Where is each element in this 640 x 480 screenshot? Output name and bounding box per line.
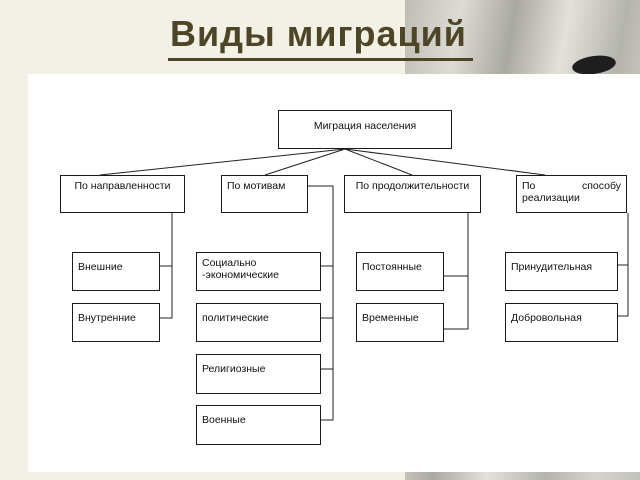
connector-cat2-items: [307, 185, 334, 421]
item-external: Внешние: [72, 252, 160, 291]
connector-root-cat2: [264, 148, 346, 176]
category-motives: По мотивам: [221, 175, 308, 213]
connector-root-cat1: [99, 148, 346, 176]
category-duration: По продолжительности: [344, 175, 481, 213]
category-method: По способу реализации: [516, 175, 627, 213]
item-political: политические: [196, 303, 321, 342]
connector-root-cat4: [344, 148, 546, 176]
category-direction: По направленности: [60, 175, 185, 213]
item-forced: Принудительная: [505, 252, 618, 291]
connector-cat4-items: [617, 213, 629, 317]
connector-root-cat3: [344, 148, 413, 176]
item-religious: Религиозные: [196, 354, 321, 394]
connector-cat1-items: [159, 213, 173, 319]
slide-title: Виды миграций: [170, 13, 467, 54]
item-military: Военные: [196, 405, 321, 445]
item-voluntary: Добровольная: [505, 303, 618, 342]
item-permanent: Постоянные: [356, 252, 444, 291]
item-socio-economic: Социально -экономические: [196, 252, 321, 291]
item-internal: Внутренние: [72, 303, 160, 342]
title-underline: [168, 58, 473, 61]
connector-cat3-items: [443, 213, 469, 330]
item-temporary: Временные: [356, 303, 444, 342]
root-node: Миграция населения: [278, 110, 452, 149]
